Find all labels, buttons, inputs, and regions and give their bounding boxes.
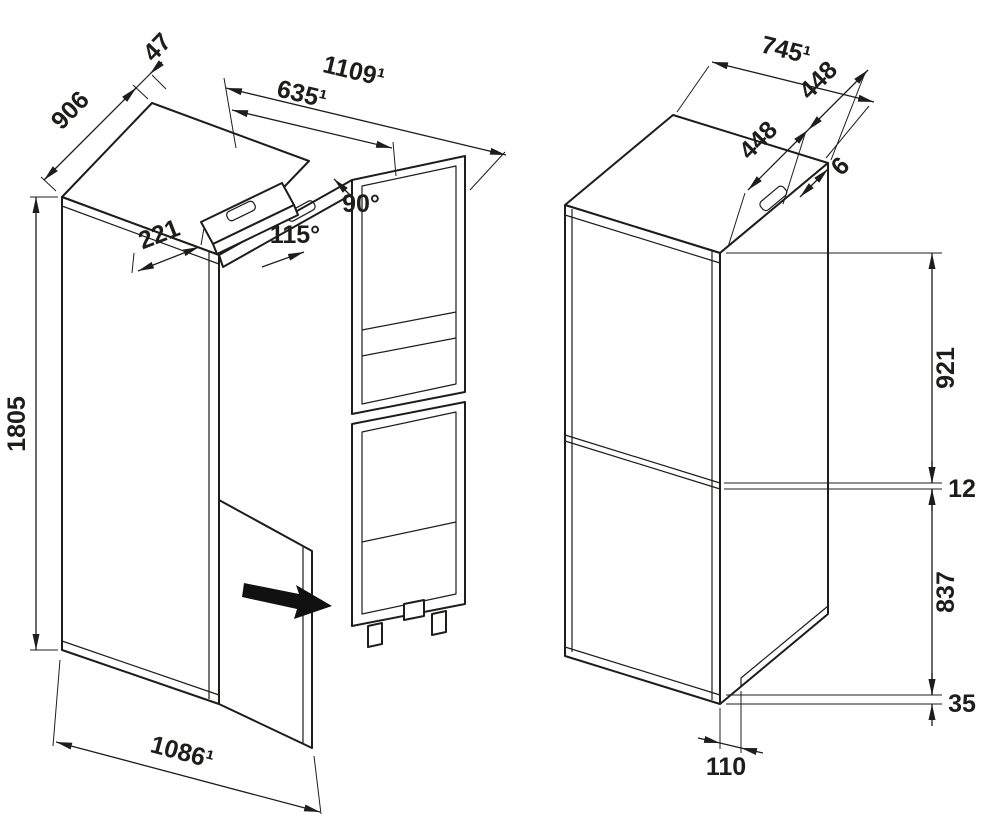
upper-door-open [351,155,466,415]
dim-line-221 [137,246,200,272]
base-line [564,646,721,696]
door-divider-line [564,434,721,484]
dim-label-base-height: 35 [948,690,976,718]
door-bin-line [361,337,457,357]
door-foot [431,610,447,636]
angle-label-115: 115° [270,221,320,249]
right-view: 745¹ 448 448 6 921 12 837 35 1 [564,31,976,781]
extension-line [151,74,167,90]
left-view: 1805 906 47 635¹ 1109¹ 221 115° 90° [3,28,507,815]
base-recess-line [740,605,829,687]
dim-arrow [149,60,164,75]
dim-line-906 [43,87,137,181]
extension-line [132,84,149,100]
cabinet-side-face [719,162,829,705]
angle-leader-90 [333,178,352,197]
door-foot [367,622,383,648]
door-bin-line [361,521,457,543]
door-edge-115 [212,204,299,255]
dim-line-448-front [747,129,809,191]
extension-line [40,176,57,192]
door-swing-arrow [242,583,332,619]
extension-line [727,192,746,248]
dim-line-448-back [807,69,869,131]
dim-line-47 [135,73,151,89]
dim-line-6 [799,168,829,198]
extension-line [52,659,61,747]
dim-label-base-recess: 110 [706,753,746,781]
angle-label-90: 90° [342,190,380,218]
door-handle-recess [226,200,256,222]
door-base-detail [403,599,425,621]
door-bin-line [361,311,457,331]
dim-label-lower-section: 837 [932,571,960,613]
dim-arrow [122,87,137,102]
angle-arc-115 [261,251,305,268]
extension-line [200,227,205,246]
dim-label-upper-section: 921 [932,347,960,389]
extension-line [469,151,506,191]
door-top-line [564,214,721,264]
dim-arrow [740,747,764,755]
cabinet-front-face [61,196,220,705]
upper-door-liner [361,165,457,405]
dim-line-1109 [225,87,507,156]
dim-label-height: 1805 [3,396,31,452]
dim-line-110 [719,742,742,749]
dim-arrow [697,736,721,744]
door-divider-line [564,440,721,490]
cabinet-base-line [61,640,220,696]
lower-door-liner [361,411,457,615]
lower-door-open [351,401,466,627]
extension-line [676,65,710,113]
cabinet-front-face [564,204,721,705]
dim-label-section-gap: 12 [948,475,976,503]
extension-line [131,252,135,274]
dim-line-1086 [55,741,321,813]
